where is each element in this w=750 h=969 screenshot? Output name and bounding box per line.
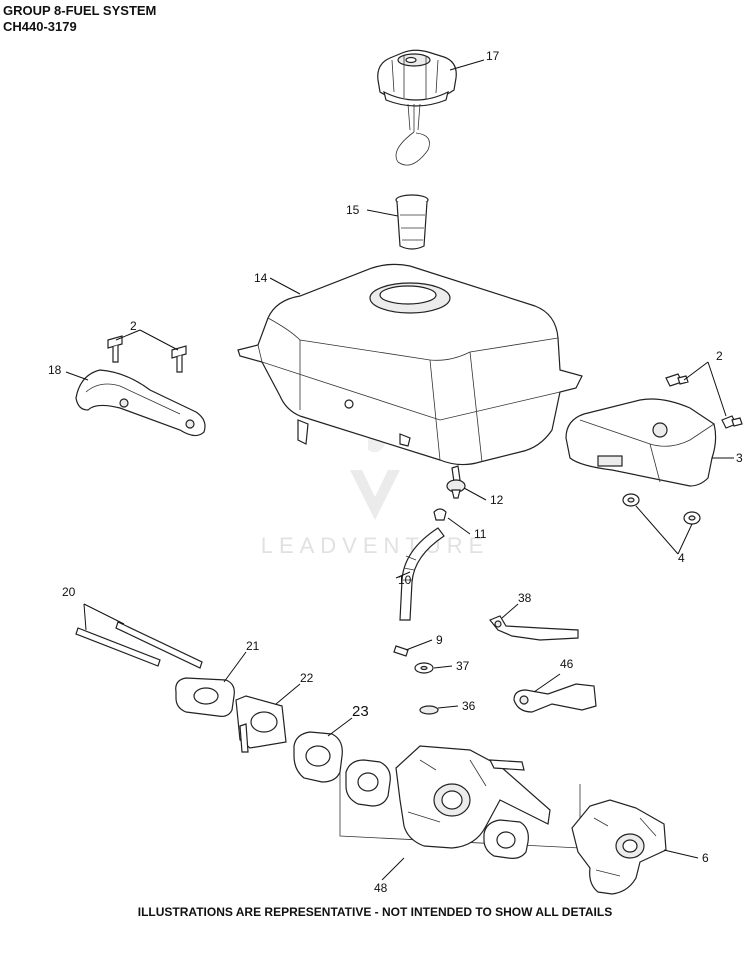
callout-17: 17 [486, 49, 500, 63]
callout-37: 37 [456, 659, 470, 673]
model-number: CH440-3179 [3, 19, 77, 34]
o-ring-part [419, 705, 439, 715]
callout-18: 18 [48, 363, 62, 377]
group-title: GROUP 8-FUEL SYSTEM [3, 3, 157, 18]
callout-4: 4 [678, 551, 685, 565]
callout-15: 15 [346, 203, 360, 217]
fuel-line-part [399, 527, 445, 621]
callout-36: 36 [462, 699, 476, 713]
callout-12: 12 [490, 493, 504, 507]
carburetor-kit-part [339, 745, 581, 859]
carburetor-spacer-part [235, 695, 287, 753]
callout-leader-lines [65, 59, 734, 881]
washer-part [414, 662, 434, 674]
carburetor-part [571, 799, 667, 895]
representation-disclaimer: ILLUSTRATIONS ARE REPRESENTATIVE - NOT I… [137, 905, 613, 919]
callout-3: 3 [736, 451, 743, 465]
callout-22: 22 [300, 671, 314, 685]
fuel-strainer-part [395, 194, 429, 250]
studs-part [75, 621, 203, 669]
callout-21: 21 [246, 639, 260, 653]
callout-23: 23 [352, 703, 369, 720]
callout-10: 10 [398, 573, 412, 587]
gasket-23-part [293, 731, 343, 783]
fuel-tank-part [237, 263, 583, 466]
throttle-lever-part [513, 683, 597, 713]
mounting-screws-left-part [107, 335, 187, 373]
callout-38: 38 [518, 591, 532, 605]
fuel-shutoff-valve-part [446, 465, 466, 499]
callout-9: 9 [436, 633, 443, 647]
callout-11: 11 [474, 527, 487, 541]
callout-6: 6 [702, 851, 709, 865]
callout-20: 20 [62, 585, 76, 599]
callout-14: 14 [254, 271, 268, 285]
mounting-screws-right-part [665, 373, 743, 429]
callout-46: 46 [560, 657, 574, 671]
callout-48: 48 [374, 881, 388, 895]
watermark-text: LEADVENTURE [261, 533, 490, 558]
screw-part [393, 645, 409, 657]
washers-part [622, 493, 701, 525]
callout-2-right: 2 [716, 349, 723, 363]
tank-bracket-right-part [565, 398, 717, 487]
choke-lever-part [489, 615, 579, 641]
tank-bracket-left-part [75, 369, 206, 437]
hose-clamp-part [433, 508, 447, 521]
callout-2-left: 2 [130, 319, 137, 333]
fuel-cap-part [377, 49, 457, 166]
gasket-part [175, 677, 235, 717]
